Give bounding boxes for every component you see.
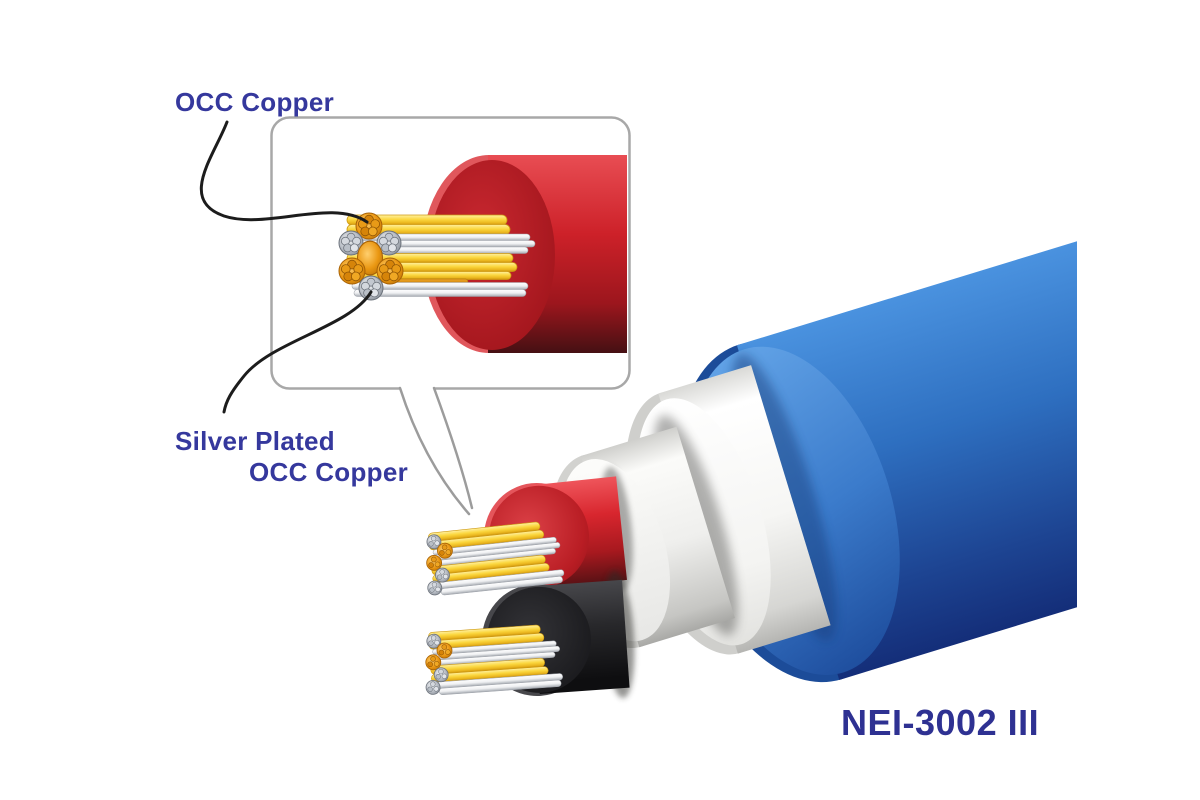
silver-plated-label-line2: OCC Copper — [249, 457, 408, 487]
strand-bundle-black — [422, 623, 563, 695]
callout-wire-tips — [338, 212, 404, 301]
model-number-label: NEI-3002 III — [841, 702, 1039, 743]
occ-copper-label: OCC Copper — [175, 87, 334, 117]
silver-bundle-tip-bottom — [358, 275, 384, 301]
copper-bundle-tip-lower-left — [338, 257, 366, 285]
cable-illustration — [422, 219, 1077, 699]
leader-line-silver-plated — [222, 290, 373, 414]
callout — [199, 116, 631, 516]
callout-tail-fill — [400, 386, 473, 515]
copper-bundle-tip-lower-right — [376, 257, 404, 285]
callout-content — [338, 155, 627, 353]
leader-line-occ-copper — [199, 120, 369, 224]
callout-tail-right-edge — [432, 386, 474, 510]
silver-plated-label-line1: Silver Plated — [175, 426, 335, 456]
callout-tail-left-edge — [398, 386, 471, 516]
